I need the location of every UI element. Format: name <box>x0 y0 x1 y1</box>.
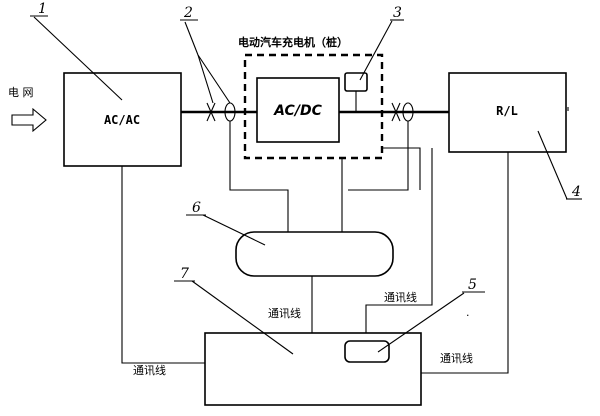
grid-input-arrow <box>11 107 47 133</box>
callout-5: 5 <box>468 277 477 293</box>
callout-7: 7 <box>180 266 189 282</box>
callout-3-leader <box>359 20 393 81</box>
callout-1: 1 <box>38 1 47 17</box>
callout-5-leader <box>377 292 465 353</box>
grid-label: 电 网 <box>8 86 34 99</box>
right-sensor-signal-line <box>348 121 409 191</box>
callout-7-leader <box>191 280 294 355</box>
callout-2-leader-main <box>184 21 199 56</box>
callout-4-leader <box>537 130 568 200</box>
charger-title: 电动汽车充电机（桩） <box>238 35 348 49</box>
callout-2: 2 <box>183 5 193 21</box>
rl-label: R/L <box>496 104 518 118</box>
comm-line-label-center: 通讯线 <box>268 306 301 320</box>
callout-6: 6 <box>192 200 201 216</box>
charger-sensor-tap <box>383 147 421 190</box>
callout-6-leader <box>202 214 266 246</box>
callout-2-leader-b <box>197 54 231 104</box>
ac-ac-label: AC/AC <box>104 113 140 127</box>
left-sensor-signal-line <box>229 121 289 232</box>
ac-dc-label: AC/DC <box>273 103 322 119</box>
component-5-box <box>344 340 390 363</box>
comm-line-label-right: 通讯线 <box>440 351 473 365</box>
block-7 <box>204 332 422 406</box>
ac-ac-comm-line <box>121 166 205 364</box>
stray-dot: . <box>466 306 470 319</box>
block-6 <box>235 231 394 277</box>
comm-line-label-left: 通讯线 <box>133 363 166 377</box>
sensor-to-7-comm-line <box>365 148 433 333</box>
ac-dc-block <box>256 77 340 143</box>
component-3-box <box>344 72 368 92</box>
callout-2-leader-a <box>197 54 214 104</box>
comm-line-label-upper-right: 通讯线 <box>384 290 417 304</box>
callout-4: 4 <box>571 184 581 200</box>
callout-3: 3 <box>393 5 402 21</box>
callout-1-leader <box>33 16 123 101</box>
rl-comm-line <box>421 152 509 374</box>
